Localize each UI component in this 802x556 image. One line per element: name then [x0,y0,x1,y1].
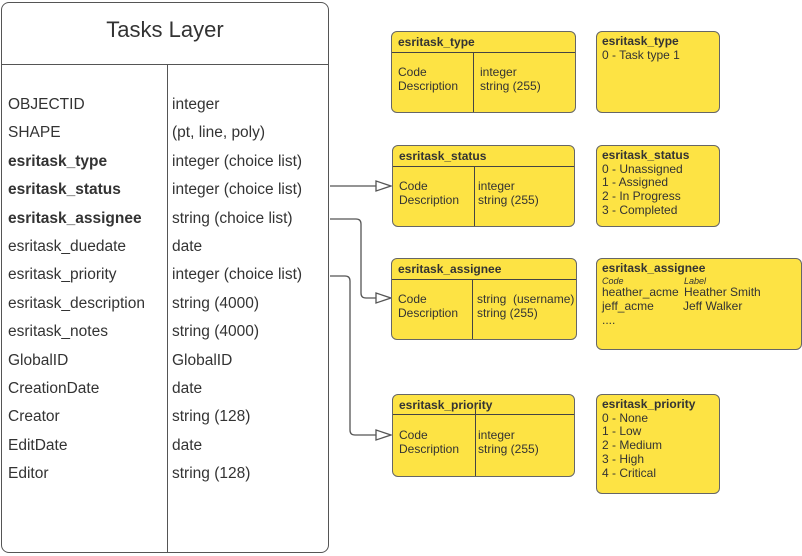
field-type: date [172,436,203,454]
domain-code: jeff_acme [602,298,654,313]
field-name: esritask_type [8,152,108,170]
domain-value: 4 - Critical [602,465,657,480]
field-type: GlobalID [172,351,233,369]
table-esritask-status: esritask_status Code Description integer… [392,145,575,227]
divider [472,279,473,339]
field-type: (pt, line, poly) [172,124,266,142]
table-title: esritask_priority [399,398,493,412]
table-title: esritask_status [399,149,487,163]
domain-value: 3 - Completed [602,202,678,217]
divider [167,64,168,552]
field-name: CreationDate [8,380,100,397]
arrow-head-icon [375,292,394,304]
field-type: integer (choice list) [172,266,303,284]
field-type: integer (choice list) [172,181,303,199]
divider [392,279,576,280]
domain-value: 2 - In Progress [602,189,681,204]
field-name: esritask_assignee [8,209,142,227]
field-type: string (choice list) [172,209,293,227]
domain-value: 0 - Task type 1 [602,47,680,62]
code-header: Code [602,275,624,286]
field-names: Code Description [398,292,459,320]
domain-value: 1 - Assigned [602,175,669,190]
field-type: string (128) [172,408,251,426]
domain-title: esritask_priority [602,397,696,411]
domain-esritask-type: esritask_type 0 - Task type 1 [596,31,720,113]
field-type: string (4000) [172,294,260,312]
divider [2,64,328,65]
field-name: esritask_priority [8,266,117,284]
domain-value: 2 - Medium [602,438,663,453]
table-title: esritask_assignee [398,262,502,276]
domain-code: heather_acme [602,284,679,299]
domain-esritask-status: esritask_status 0 - Unassigned 1 - Assig… [596,145,720,227]
divider [393,414,574,415]
domain-title: esritask_status [602,148,690,162]
field-name: esritask_notes [8,323,108,341]
field-name: EditDate [8,436,68,454]
field-type: string (4000) [172,323,260,341]
domain-value: 1 - Low [602,424,642,439]
field-type: string (128) [172,465,251,483]
field-types: integer string (255) [480,65,541,93]
domain-label: Heather Smith [684,284,761,299]
field-names: Code Description [399,428,460,456]
field-type: date [172,238,203,255]
field-names: Code Description [399,179,460,207]
field-name: Editor [8,465,49,483]
more-ellipsis: .... [602,312,616,327]
domain-title: esritask_assignee [602,261,706,275]
table-esritask-priority: esritask_priority Code Description integ… [392,394,575,477]
field-type: date [172,380,203,397]
domain-value: 0 - None [602,410,649,425]
connector-priority [330,275,376,436]
domain-value: 0 - Unassigned [602,161,683,176]
domain-esritask-priority: esritask_priority 0 - None 1 - Low 2 - M… [596,394,720,494]
connector-assignee [330,218,376,299]
divider [393,166,574,167]
domain-title: esritask_type [602,34,679,48]
field-name: esritask_duedate [8,238,127,255]
table-esritask-assignee: esritask_assignee Code Description strin… [391,258,577,340]
table-esritask-type: esritask_type Code Description integer s… [391,31,576,113]
field-names: Code Description [398,65,459,93]
field-name: Creator [8,408,60,426]
domain-label: Jeff Walker [683,298,743,313]
label-header: Label [684,275,707,286]
domain-value: 3 - High [602,451,645,466]
divider [474,166,475,226]
field-types: string (username) string (255) [477,292,575,320]
divider [475,407,476,476]
table-title: esritask_type [398,35,475,49]
field-name: esritask_status [8,181,121,199]
field-name: GlobalID [8,351,69,369]
field-type: integer [172,96,220,113]
field-name: OBJECTID [8,96,85,113]
divider [392,52,575,53]
field-types: integer string (255) [478,428,539,456]
field-name: SHAPE [8,124,61,142]
field-name: esritask_description [8,294,145,312]
field-types: integer string (255) [478,179,539,207]
arrow-head-icon [375,180,394,192]
field-type: integer (choice list) [172,152,303,170]
arrow-head-icon [375,429,394,441]
layer-title: Tasks Layer [106,17,224,42]
divider [473,52,474,112]
domain-esritask-assignee: esritask_assignee Code Label heather_acm… [596,258,802,350]
